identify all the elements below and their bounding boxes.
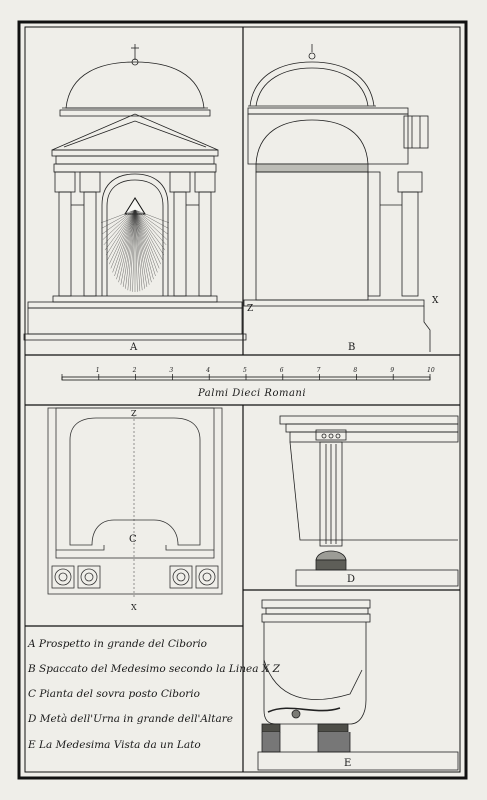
panel-e-urn-side [257, 599, 459, 771]
scale-tick-label: 4 [206, 367, 211, 374]
panel-c-label: C [129, 534, 137, 545]
glory-ray [120, 209, 136, 285]
legend-item-a: A Prospetto in grande del Ciborio [28, 638, 208, 650]
glory-ray [104, 209, 136, 251]
glory-ray [134, 209, 168, 240]
section-mark-z: Z [247, 304, 254, 314]
glory-ray [103, 209, 136, 246]
panel-b-label: B [348, 342, 356, 353]
glory-ray [100, 209, 136, 223]
glory-ray [101, 209, 136, 229]
sheet-border [17, 20, 468, 780]
glory-ray [110, 209, 136, 269]
panel-e-label: E [344, 758, 352, 769]
scale-tick-label: 10 [427, 367, 435, 374]
panel-d-urn [279, 415, 459, 587]
glory-ray [134, 209, 150, 285]
glory-ray [114, 209, 136, 277]
glory-ray [134, 209, 169, 229]
glory-ray [112, 209, 136, 273]
glory-ray [107, 209, 136, 260]
glory-ray [101, 209, 136, 235]
glory-ray [106, 209, 136, 256]
section-mark-x: X [432, 296, 439, 306]
glory-ray [134, 209, 143, 291]
panel-b-section [243, 44, 431, 352]
legend-item-d: D Metà dell'Urna in grande dell'Altare [28, 713, 233, 725]
glory-ray [134, 209, 169, 235]
glory-ray [134, 209, 161, 265]
glory-ray [134, 209, 145, 289]
glory-ray [118, 209, 136, 283]
scale-tick-label: 1 [95, 367, 100, 374]
scale-tick-label: 6 [279, 367, 284, 374]
glory-ray [134, 209, 163, 260]
panel-a-label: A [130, 342, 138, 353]
glory-ray [132, 209, 136, 292]
glory-ray [134, 209, 167, 246]
glory-ray [129, 209, 136, 292]
panel-c-plan [47, 407, 223, 598]
glory-ray [134, 209, 160, 269]
plan-mark-x: X [131, 603, 137, 612]
glory-ray [116, 209, 136, 280]
glory-ray [127, 209, 136, 291]
glory-ray [125, 209, 136, 289]
glory-ray [134, 209, 138, 292]
scale-tick-label: 9 [390, 367, 395, 374]
scale-tick-label: 3 [169, 367, 174, 374]
scale-title: Palmi Dieci Romani [198, 388, 307, 399]
glory-ray [134, 209, 154, 280]
glory-ray [134, 209, 156, 277]
scale-tick-label: 2 [132, 367, 137, 374]
panel-d-label: D [347, 574, 356, 585]
glory-ray [134, 209, 141, 292]
glory-ray [134, 209, 164, 256]
scale-tick-label: 8 [353, 367, 358, 374]
scale-tick-label: 5 [243, 367, 247, 374]
panel-a-rays [100, 209, 170, 292]
glory-ray [122, 209, 136, 287]
glory-ray [134, 209, 170, 223]
glory-ray [109, 209, 136, 265]
glory-ray [102, 209, 136, 240]
legend-item-e: E La Medesima Vista da un Lato [28, 739, 201, 751]
scale-tick-label: 7 [316, 367, 321, 374]
legend-item-c: C Pianta del sovra posto Ciborio [28, 688, 200, 700]
glory-ray [134, 209, 166, 251]
glory-ray [134, 209, 158, 273]
glory-ray [134, 209, 152, 283]
glory-ray [134, 209, 148, 287]
legend-item-b: B Spaccato del Medesimo secondo la Linea… [28, 663, 280, 675]
panel-a-elevation [23, 44, 247, 341]
plan-mark-z: Z [131, 409, 137, 418]
scale-ticks [61, 374, 431, 380]
